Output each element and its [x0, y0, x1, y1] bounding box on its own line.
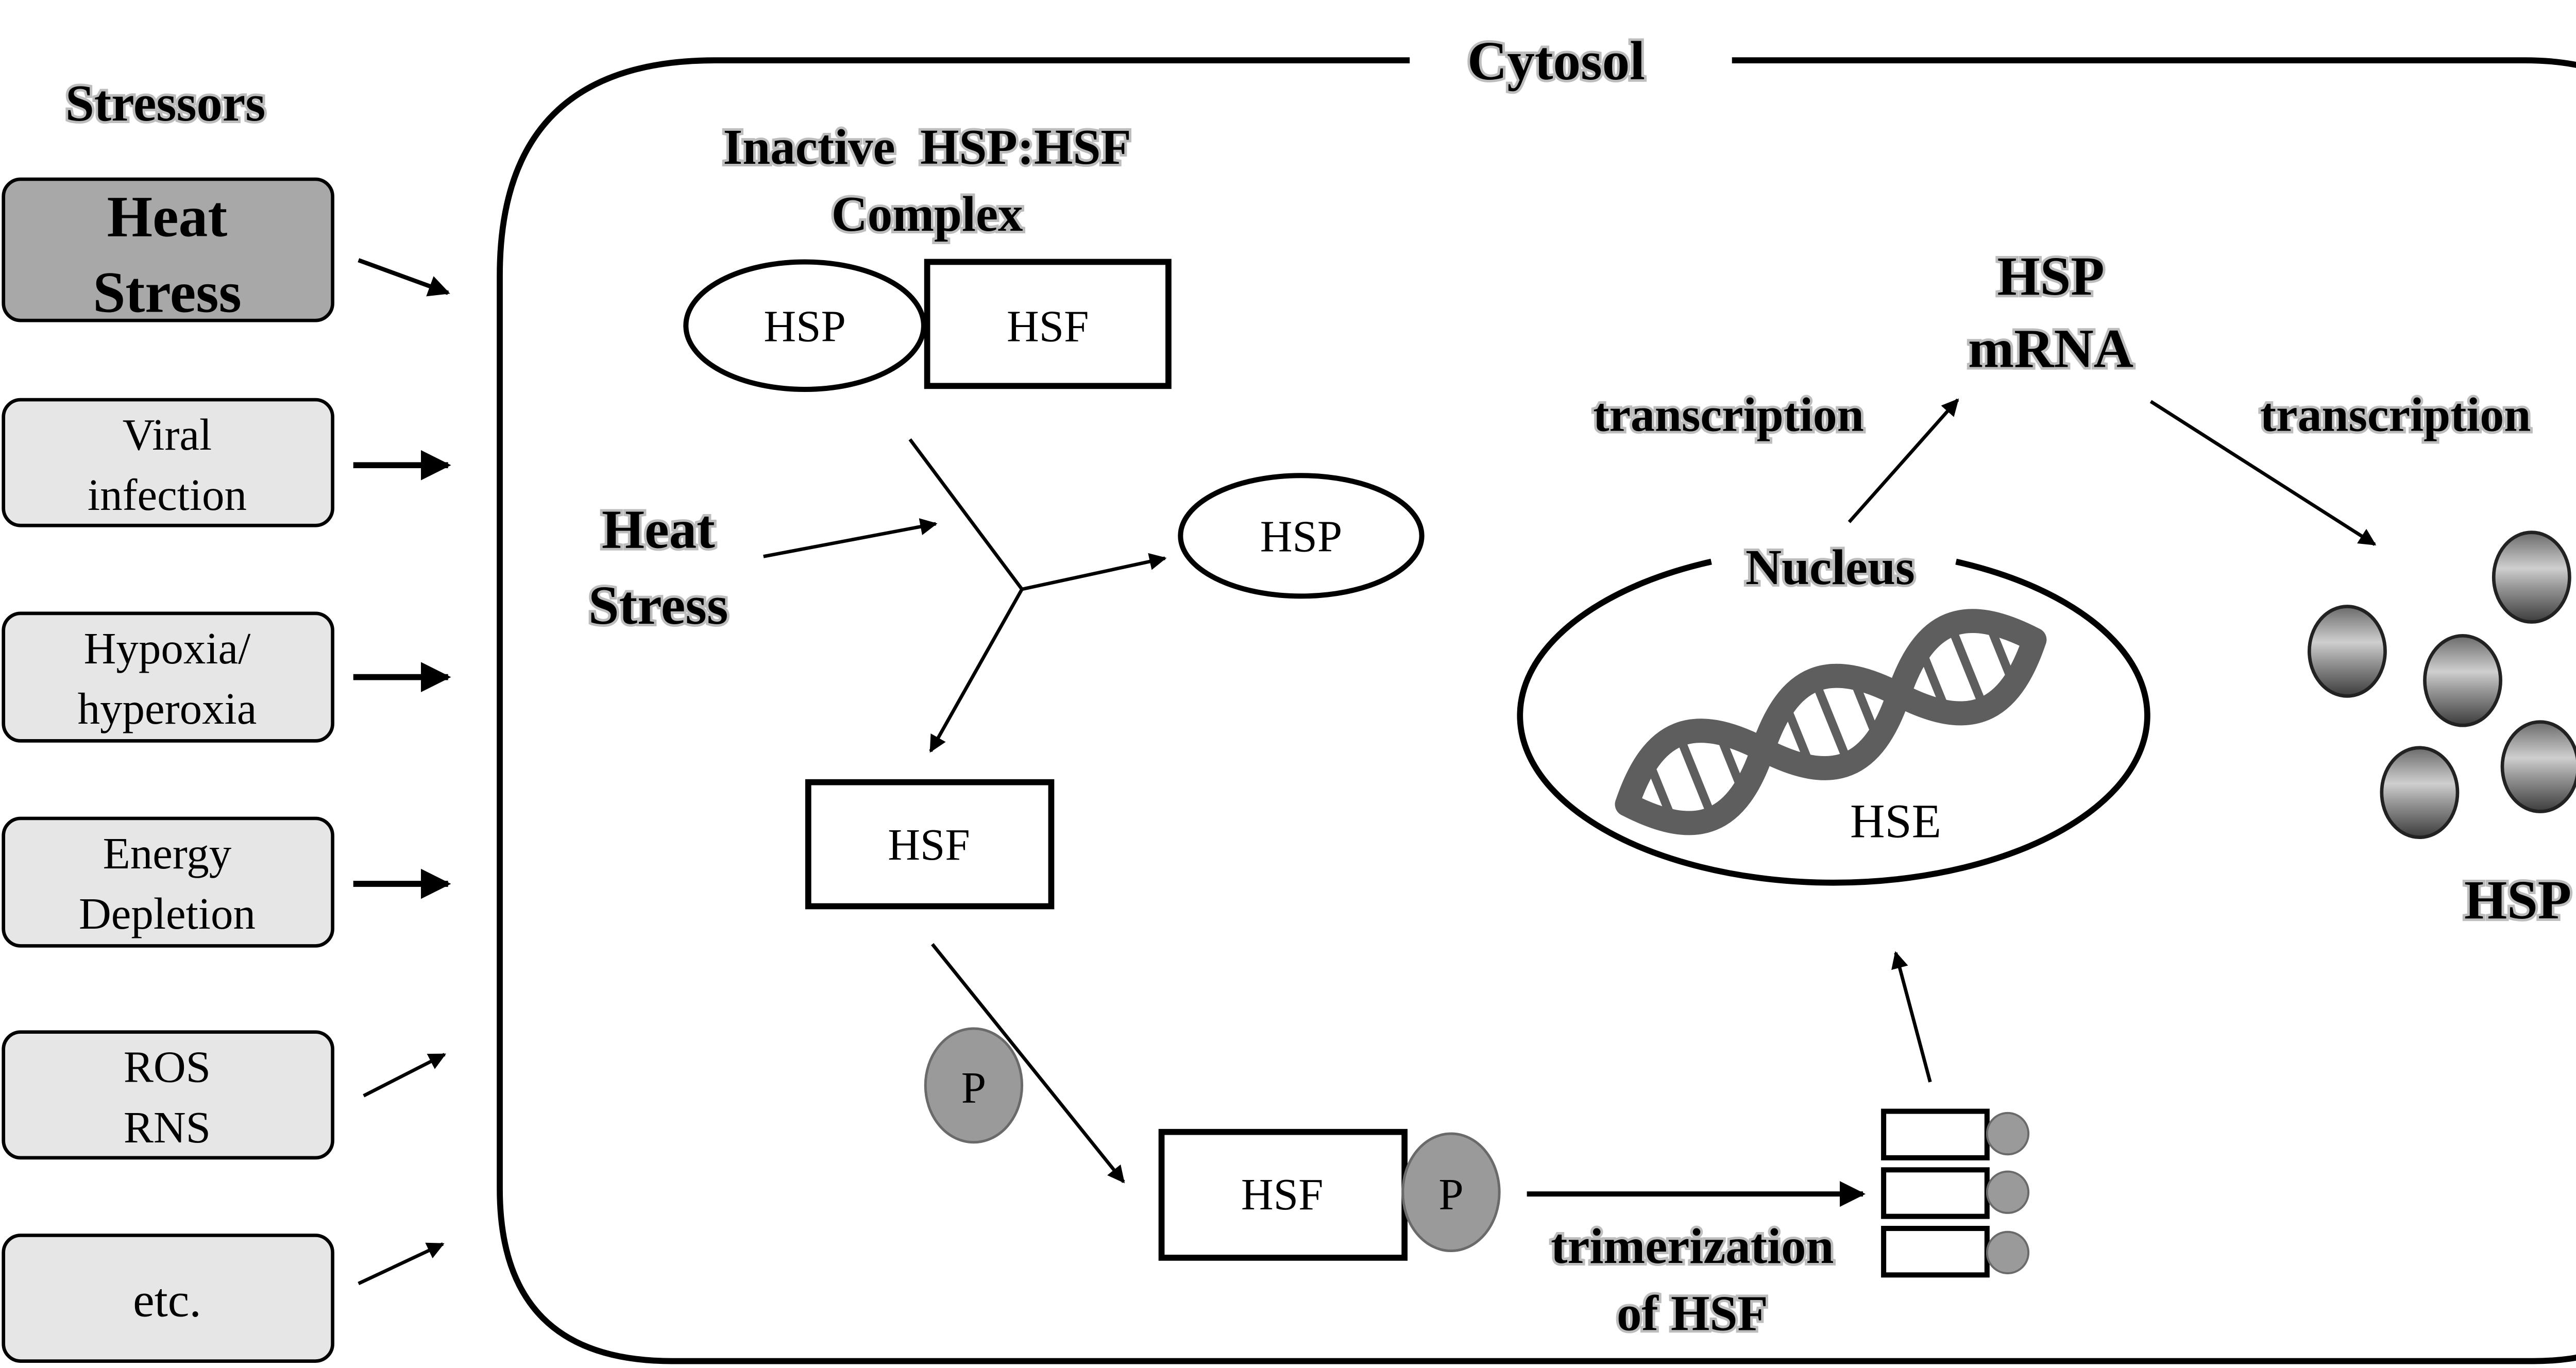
heat-stress-line2: Stress [588, 575, 728, 636]
complex-hsp-oval [683, 259, 926, 392]
stressor-label-line2: Depletion [79, 888, 256, 938]
nucleus-label: Nucleus [1745, 540, 1915, 595]
trimerization-line1: trimerization [1551, 1219, 1834, 1274]
hsp-products-label: HSP [2464, 870, 2571, 931]
phosphate-circle [924, 1027, 1024, 1144]
dna-helix-icon [1615, 609, 2047, 835]
mrna-label-line2: mRNA [1968, 319, 2133, 380]
phospho-p-label: P [1438, 1169, 1463, 1219]
transcription-label-left: transcription [1593, 388, 1864, 441]
transcription-arrow-left [1848, 398, 1959, 523]
mrna-label-line1: HSP [1997, 246, 2104, 307]
inactive-hsp-hsf-complex: HSP HSF [683, 259, 1172, 392]
hsf-trimer [1881, 1108, 2030, 1278]
stressor-label-line2: RNS [124, 1102, 211, 1152]
stressors-title: Stressors [65, 75, 265, 132]
complex-title-line1: Inactive HSP:HSF [723, 119, 1131, 175]
stressor-etc: etc. [2, 1234, 334, 1363]
phospho-p-circle [1401, 1132, 1501, 1253]
stressor-arrow [358, 258, 450, 297]
heat-stress-line1: Heat [602, 500, 715, 560]
release-hsp-arrow [1021, 553, 1167, 591]
complex-hsf-box [924, 259, 1172, 389]
stressor-label-line2: hyperoxia [78, 683, 257, 733]
stressor-label-line2: Stress [93, 260, 242, 324]
transcription-arrow-right [2149, 400, 2377, 546]
phosphate-label: P [961, 1063, 986, 1113]
free-hsp-label: HSP [1260, 511, 1343, 561]
stressor-label-line2: infection [88, 470, 247, 520]
stressor-energy-depletion: Energy Depletion [2, 816, 334, 948]
nucleus-membrane [1517, 558, 2150, 886]
free-hsp-oval [1178, 473, 1425, 599]
phospho-hsf-label: HSF [1241, 1169, 1324, 1219]
free-hsf-label: HSF [888, 819, 970, 869]
trimerization-line2: of HSF [1617, 1286, 1768, 1341]
dissociation-line [908, 438, 1024, 591]
hsp-protein-spheres [2307, 531, 2576, 840]
phosphorylated-hsf: HSF P [1158, 1128, 1501, 1261]
stressor-label-line1: Energy [103, 828, 232, 878]
release-hsf-arrow [929, 588, 1024, 753]
stressor-label-line1: Hypoxia/ [84, 623, 251, 673]
phosphorylation-arrow [931, 943, 1125, 1184]
stressor-ros-rns: ROS RNS [2, 1030, 334, 1160]
stressor-hypoxia-hyperoxia: Hypoxia/ hyperoxia [2, 611, 334, 743]
phospho-hsf-box [1158, 1128, 1408, 1261]
heat-stress-arrow [763, 518, 938, 558]
hse-label: HSE [1850, 795, 1941, 848]
stressor-viral-infection: Viral infection [2, 398, 334, 527]
stressor-arrow [358, 1242, 445, 1286]
trimer-to-nucleus-arrow [1891, 951, 1932, 1083]
stressor-heat-stress: Heat Stress [2, 177, 334, 324]
transcription-label-right: transcription [2260, 388, 2531, 441]
stressor-label-line1: Viral [123, 409, 212, 459]
cytosol-label: Cytosol [1467, 31, 1645, 92]
complex-hsp-label: HSP [764, 301, 846, 351]
stressor-label-line1: ROS [124, 1042, 211, 1092]
complex-title-line2: Complex [832, 186, 1023, 242]
stressor-arrow [363, 1053, 446, 1098]
free-hsf-box [805, 779, 1055, 910]
stressor-label-line1: Heat [107, 184, 228, 249]
stressor-label-line1: etc. [133, 1274, 201, 1327]
cytosol-boundary [497, 57, 2576, 1364]
complex-hsf-label: HSF [1007, 301, 1089, 351]
